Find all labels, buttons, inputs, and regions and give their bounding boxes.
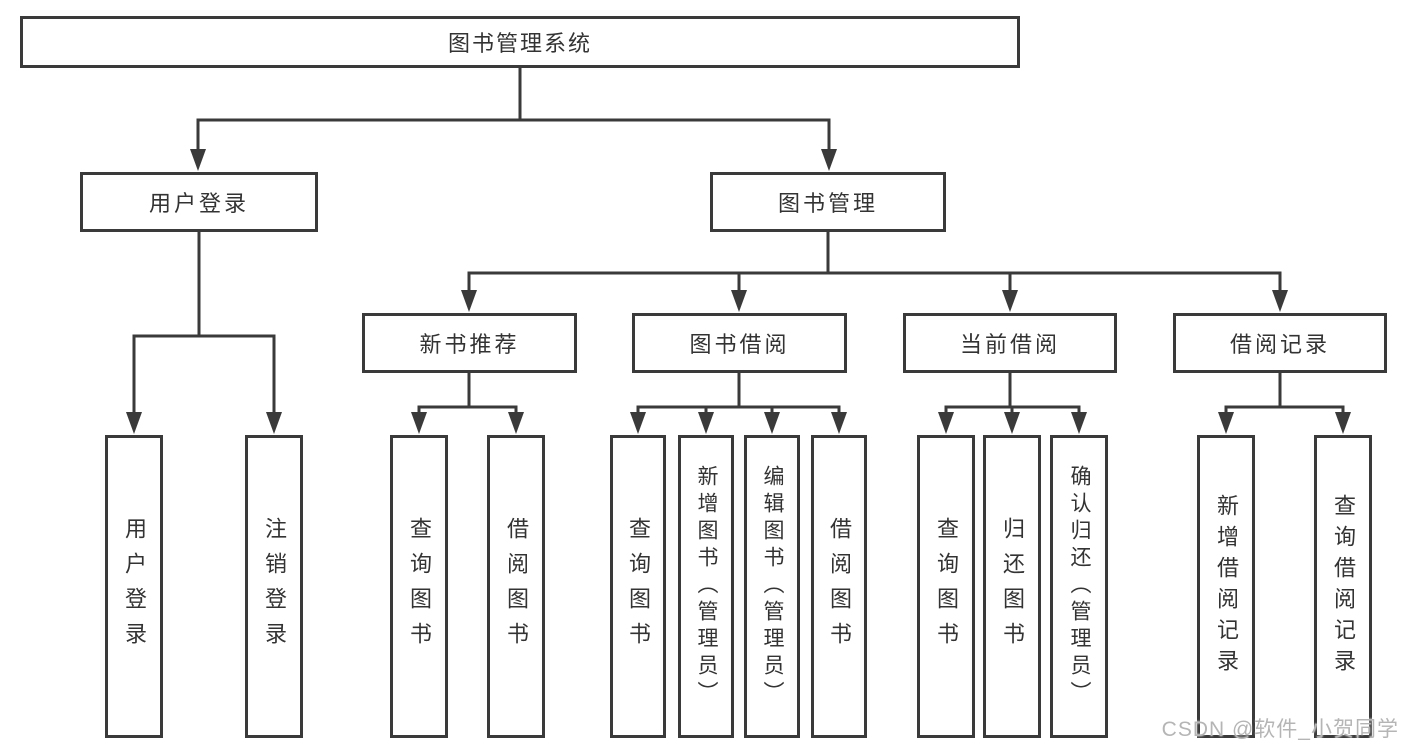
arrow-icon bbox=[508, 412, 524, 434]
node-book-management: 图书管理 bbox=[710, 172, 946, 232]
arrow-icon bbox=[266, 412, 282, 434]
leaf-borrow-books: 借阅图书 bbox=[811, 435, 867, 738]
node-book-borrowing: 图书借阅 bbox=[632, 313, 847, 373]
arrow-icon bbox=[731, 290, 747, 312]
leaf-add-borrow-record: 新增借阅记录 bbox=[1197, 435, 1255, 738]
arrow-icon bbox=[1218, 412, 1234, 434]
node-library-management-system: 图书管理系统 bbox=[20, 16, 1020, 68]
arrow-icon bbox=[821, 149, 837, 171]
arrow-icon bbox=[1071, 412, 1087, 434]
leaf-query-books-current: 查询图书 bbox=[917, 435, 975, 738]
node-user-login: 用户登录 bbox=[80, 172, 318, 232]
node-new-book-recommendation: 新书推荐 bbox=[362, 313, 577, 373]
connector-current-borrow-children bbox=[944, 371, 1081, 418]
arrow-icon bbox=[764, 412, 780, 434]
leaf-return-books: 归还图书 bbox=[983, 435, 1041, 738]
csdn-watermark: CSDN @软件_小贺同学 bbox=[1161, 718, 1399, 741]
leaf-edit-books-admin: 编辑图书（管理员） bbox=[744, 435, 800, 738]
arrow-icon bbox=[411, 412, 427, 434]
arrow-icon bbox=[1335, 412, 1351, 434]
arrow-icon bbox=[698, 412, 714, 434]
leaf-user-login: 用户登录 bbox=[105, 435, 163, 738]
leaf-add-books-admin: 新增图书（管理员） bbox=[678, 435, 734, 738]
connector-borrow-records-children bbox=[1224, 371, 1345, 418]
connector-book-borrow-children bbox=[636, 371, 841, 418]
arrow-icon bbox=[938, 412, 954, 434]
leaf-borrow-books-recommend: 借阅图书 bbox=[487, 435, 545, 738]
connector-root-to-level2 bbox=[196, 66, 831, 154]
node-current-borrowing: 当前借阅 bbox=[903, 313, 1117, 373]
connector-new-book-children bbox=[417, 371, 518, 418]
arrow-icon bbox=[190, 149, 206, 171]
arrow-icon bbox=[1002, 290, 1018, 312]
arrow-icon bbox=[1272, 290, 1288, 312]
arrow-icon bbox=[126, 412, 142, 434]
arrow-icon bbox=[461, 290, 477, 312]
connector-book-mgmt-children bbox=[467, 230, 1282, 296]
leaf-query-books-borrow: 查询图书 bbox=[610, 435, 666, 738]
leaf-confirm-return-admin: 确认归还（管理员） bbox=[1050, 435, 1108, 738]
leaf-query-books-recommend: 查询图书 bbox=[390, 435, 448, 738]
connector-user-login-children bbox=[132, 230, 276, 418]
arrow-icon bbox=[1004, 412, 1020, 434]
node-borrowing-records: 借阅记录 bbox=[1173, 313, 1387, 373]
leaf-query-borrow-record: 查询借阅记录 bbox=[1314, 435, 1372, 738]
leaf-logout: 注销登录 bbox=[245, 435, 303, 738]
arrow-icon bbox=[831, 412, 847, 434]
arrow-icon bbox=[630, 412, 646, 434]
